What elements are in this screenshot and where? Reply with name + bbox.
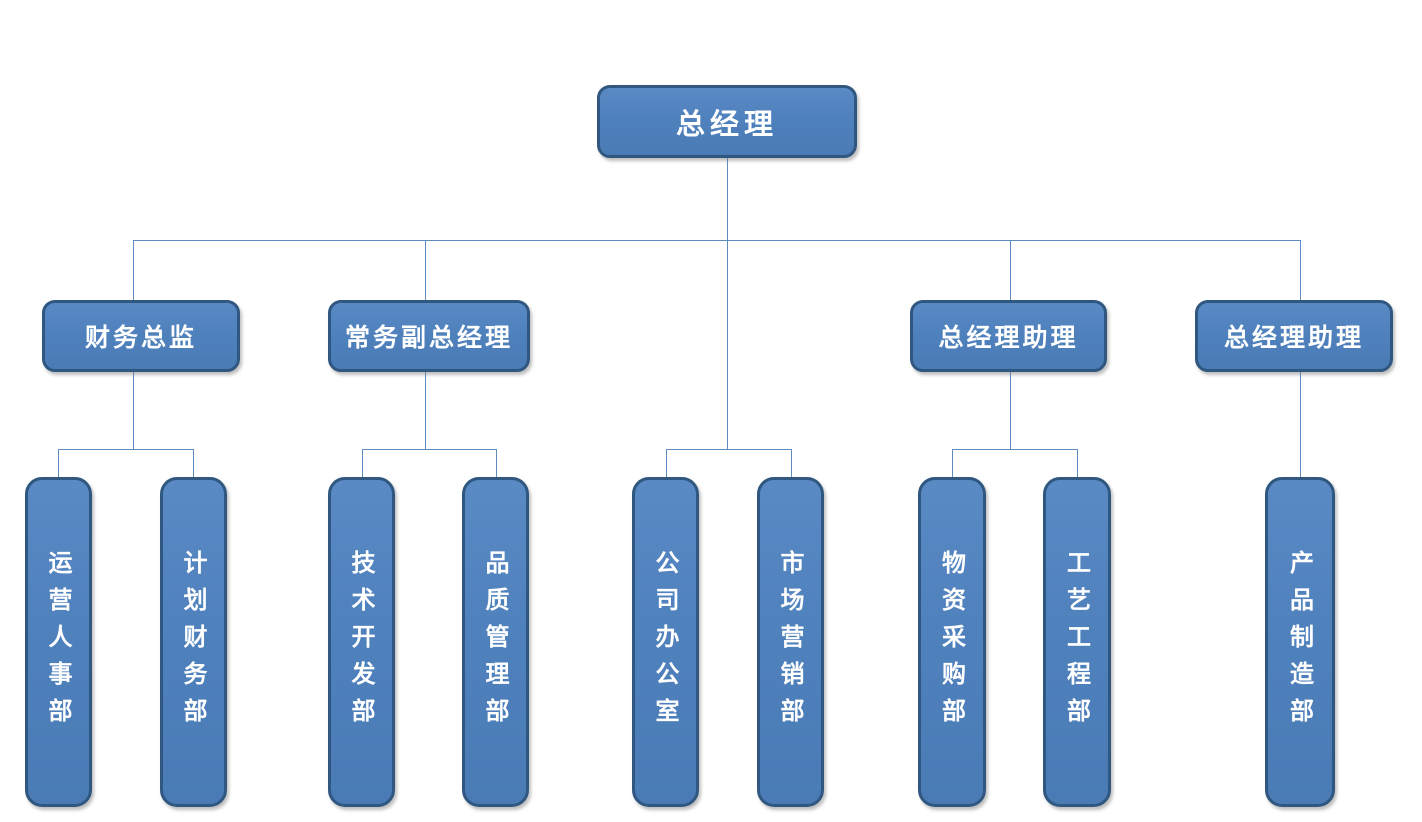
org-node-marketing-dept: 市场营销部 bbox=[757, 477, 824, 807]
org-node-executive-deputy-gm: 常务副总经理 bbox=[328, 300, 530, 372]
connector-g4-horizontal bbox=[952, 449, 1077, 450]
connector-drop-gm-assistant-2 bbox=[1300, 240, 1301, 300]
node-label: 计划财务部 bbox=[179, 549, 208, 735]
connector-drop-deputy-gm bbox=[425, 240, 426, 300]
node-label: 总经理 bbox=[675, 106, 778, 141]
org-node-product-manufacturing-dept: 产品制造部 bbox=[1265, 477, 1335, 807]
node-label: 总经理助理 bbox=[938, 323, 1079, 352]
connector-center-drop bbox=[727, 240, 728, 449]
node-label: 公司办公室 bbox=[651, 549, 680, 735]
node-label: 市场营销部 bbox=[776, 549, 805, 735]
node-label: 运营人事部 bbox=[44, 549, 73, 735]
node-label: 产品制造部 bbox=[1285, 549, 1315, 735]
org-node-materials-procurement-dept: 物资采购部 bbox=[918, 477, 986, 807]
connector-main-horizontal bbox=[133, 240, 1300, 241]
connector-g2-drop-2 bbox=[496, 449, 497, 477]
connector-root-drop bbox=[727, 158, 728, 240]
org-node-operations-hr-dept: 运营人事部 bbox=[25, 477, 92, 807]
connector-g4-drop-1 bbox=[952, 449, 953, 477]
node-label: 物资采购部 bbox=[937, 549, 967, 735]
connector-g1-drop-1 bbox=[58, 449, 59, 477]
connector-g4-stem bbox=[1010, 372, 1011, 449]
connector-g5-stem bbox=[1300, 372, 1301, 477]
node-label: 技术开发部 bbox=[347, 549, 376, 735]
connector-g2-horizontal bbox=[362, 449, 496, 450]
connector-g2-drop-1 bbox=[362, 449, 363, 477]
connector-g3-drop-1 bbox=[666, 449, 667, 477]
org-node-process-engineering-dept: 工艺工程部 bbox=[1043, 477, 1111, 807]
org-node-quality-management-dept: 品质管理部 bbox=[462, 477, 529, 807]
connector-g4-drop-2 bbox=[1077, 449, 1078, 477]
org-node-finance-director: 财务总监 bbox=[42, 300, 240, 372]
node-label: 总经理助理 bbox=[1223, 323, 1364, 352]
connector-g3-horizontal bbox=[666, 449, 791, 450]
connector-g1-drop-2 bbox=[193, 449, 194, 477]
connector-g2-stem bbox=[425, 372, 426, 449]
connector-drop-finance-director bbox=[133, 240, 134, 300]
connector-g1-horizontal bbox=[58, 449, 193, 450]
connector-g1-stem bbox=[133, 372, 134, 449]
node-label: 品质管理部 bbox=[481, 549, 510, 735]
node-label: 财务总监 bbox=[84, 323, 197, 352]
org-node-gm-assistant-1: 总经理助理 bbox=[910, 300, 1107, 372]
org-node-general-manager: 总经理 bbox=[597, 85, 857, 158]
node-label: 常务副总经理 bbox=[344, 323, 513, 352]
org-node-gm-assistant-2: 总经理助理 bbox=[1195, 300, 1393, 372]
org-node-tech-development-dept: 技术开发部 bbox=[328, 477, 395, 807]
connector-drop-gm-assistant-1 bbox=[1010, 240, 1011, 300]
org-node-planning-finance-dept: 计划财务部 bbox=[160, 477, 227, 807]
org-node-company-office: 公司办公室 bbox=[632, 477, 699, 807]
connector-g3-drop-2 bbox=[791, 449, 792, 477]
node-label: 工艺工程部 bbox=[1062, 549, 1092, 735]
